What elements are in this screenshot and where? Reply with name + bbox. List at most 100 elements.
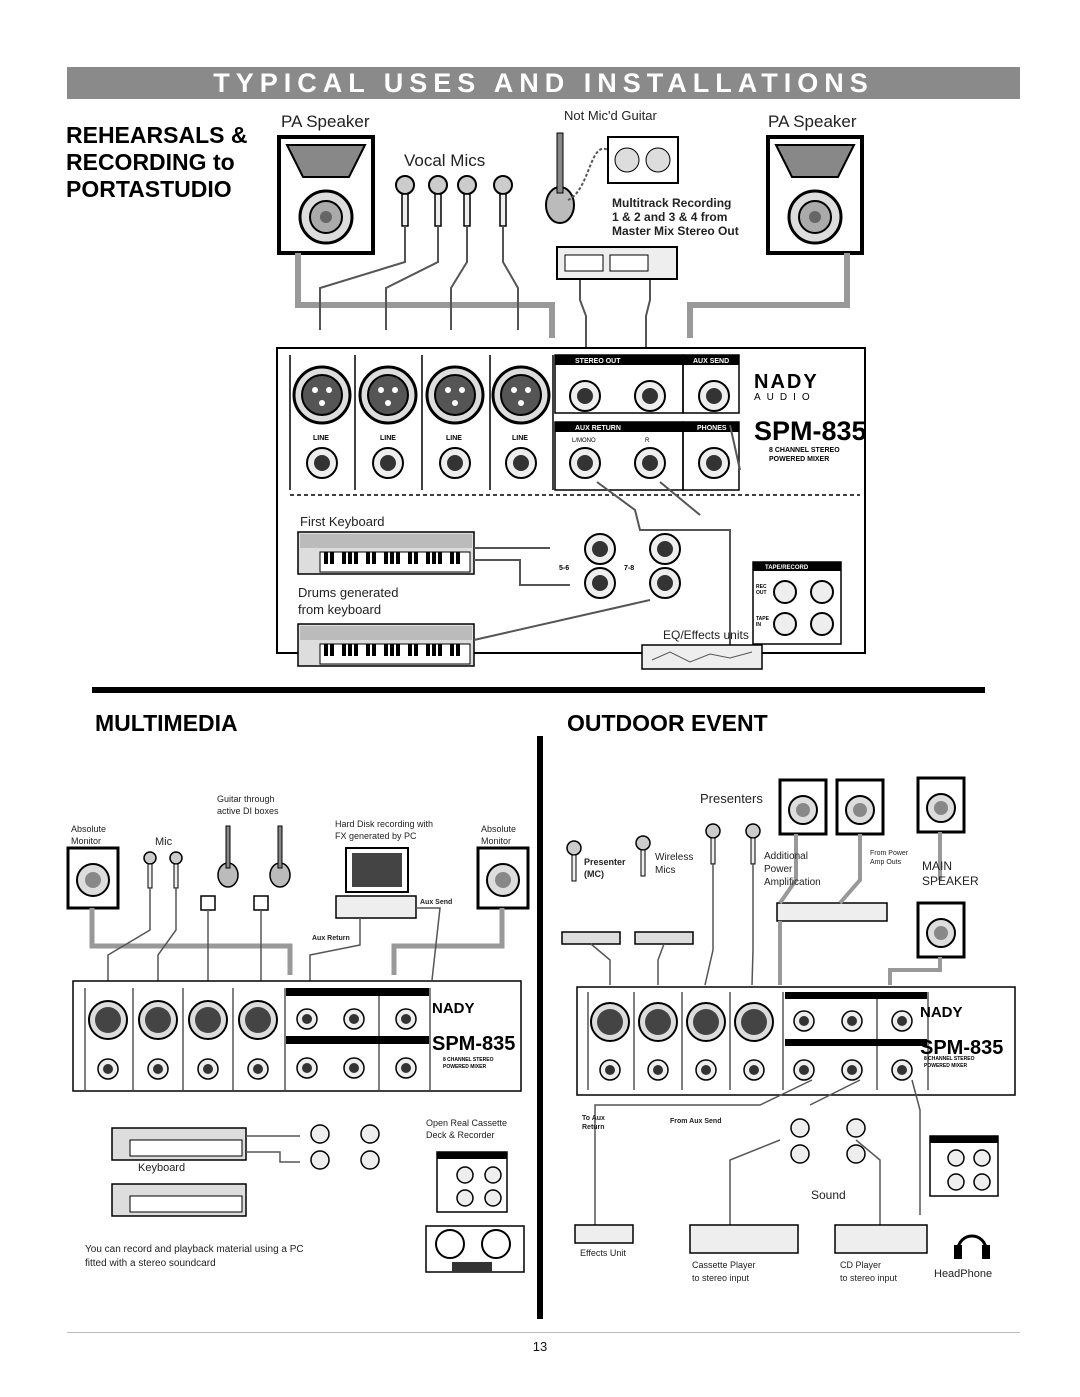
- mixer-desc: POWERED MIXER: [769, 456, 829, 463]
- label-line: Cassette Player: [692, 1260, 756, 1270]
- vocal-mic: [705, 823, 721, 865]
- absolute-monitor-right: [476, 846, 530, 910]
- mic-cable: [751, 863, 754, 986]
- mixer-line-label: LINE: [313, 435, 329, 442]
- multimedia-note: You can record and playback material usi…: [85, 1243, 304, 1271]
- line-jack: [695, 1059, 717, 1081]
- multitrack-line: Master Mix Stereo Out: [612, 224, 739, 238]
- label-line: to stereo input: [840, 1273, 898, 1283]
- keyboard-icon: [111, 1183, 247, 1217]
- mic-cable: [502, 226, 519, 330]
- stereo-out-cable: [645, 280, 651, 356]
- label-line: Hard Disk recording with: [335, 819, 434, 829]
- main-speaker: [916, 776, 966, 834]
- portastudio-icon: [556, 246, 678, 280]
- outdoor-title: OUTDOOR EVENT: [567, 710, 768, 736]
- mic-cable: [704, 863, 714, 986]
- headphone-label: HeadPhone: [934, 1268, 993, 1280]
- label-line: Return: [582, 1124, 605, 1131]
- aux-return-cable: [596, 481, 731, 660]
- vocal-mic: [745, 823, 761, 865]
- presenter-speaker: [778, 778, 828, 836]
- label-line: Mics: [655, 865, 676, 876]
- di-box-icon: [200, 895, 216, 911]
- mixer-lmono-label: L/MONO: [572, 438, 596, 444]
- mixer-brand: NADY: [754, 371, 819, 393]
- label-line: to stereo input: [692, 1273, 750, 1283]
- mic-label: Mic: [155, 836, 173, 848]
- mixer-model: SPM-835: [920, 1037, 1003, 1059]
- jack: [343, 1057, 365, 1079]
- tape-record-panel: [436, 1151, 508, 1213]
- guitar-amp-icon: [607, 136, 679, 184]
- speaker-cable-right: [687, 253, 850, 338]
- speaker-cable: [778, 832, 942, 985]
- jack: [793, 1010, 815, 1032]
- keyboard-cable: [246, 1135, 300, 1163]
- mic-icon: [143, 851, 157, 889]
- line-jack: [743, 1059, 765, 1081]
- mic-icon: [169, 851, 183, 889]
- multitrack-line: Multitrack Recording: [612, 196, 732, 210]
- effects-unit-icon: [574, 1224, 634, 1244]
- section-divider-horizontal: [92, 687, 985, 693]
- rec-out-label: REC: [756, 584, 767, 590]
- guitar-label: Not Mic'd Guitar: [564, 108, 657, 123]
- phones-cable: [729, 424, 741, 471]
- rehearsal-title-line: REHEARSALS &: [66, 122, 248, 148]
- jack: [395, 1057, 417, 1079]
- label-line: Presenter: [584, 857, 626, 867]
- guitar-cable: [567, 147, 609, 201]
- effects-unit-label: Effects Unit: [580, 1248, 626, 1258]
- mixer-desc: 8 CHANNEL STEREO: [769, 447, 840, 454]
- mixer-phones-label: PHONES: [697, 425, 727, 432]
- from-power-label: From Power Amp Outs: [870, 849, 908, 867]
- pair-label-78: 7-8: [624, 565, 634, 572]
- footer-rule: [67, 1332, 1020, 1333]
- first-keyboard-label: First Keyboard: [300, 514, 385, 529]
- jack: [891, 1010, 913, 1032]
- label-line: Wireless: [655, 852, 694, 863]
- cassette-player-icon: [689, 1224, 799, 1254]
- label-line: Guitar through: [217, 794, 275, 804]
- mixer-line-label: LINE: [512, 435, 528, 442]
- presenter-mic: [566, 840, 582, 882]
- label-line: Open Real Cassette: [426, 1118, 508, 1128]
- mic-cable: [590, 943, 611, 985]
- vocal-mics-label: Vocal Mics: [404, 151, 486, 170]
- presenters-label: Presenters: [700, 791, 763, 806]
- jack: [343, 1008, 365, 1030]
- rehearsal-title-line: RECORDING to: [66, 149, 235, 175]
- line-jack: [147, 1058, 169, 1080]
- note-line: fitted with a stereo soundcard: [85, 1258, 216, 1269]
- pa-speaker-right-label: PA Speaker: [768, 112, 857, 131]
- jack: [841, 1059, 863, 1081]
- mixer-stereo-out-label: STEREO OUT: [575, 358, 621, 365]
- multimedia-diagram: NADY SPM-835 8 CHANNEL STEREO POWERED MI…: [66, 825, 530, 1273]
- note-line: You can record and playback material usi…: [85, 1244, 304, 1255]
- presenter-speaker: [835, 778, 885, 836]
- label-line: Deck & Recorder: [426, 1130, 495, 1140]
- pa-speaker-left-label: PA Speaker: [281, 112, 370, 131]
- guitar-icon: [545, 132, 575, 224]
- line-jack: [247, 1058, 269, 1080]
- label-line: (MC): [584, 869, 604, 879]
- jack: [841, 1010, 863, 1032]
- xlr-input: [188, 1000, 228, 1040]
- eq-effects-unit-icon: [641, 644, 763, 670]
- wireless-receiver: [634, 931, 694, 945]
- stereo-out-cable: [579, 280, 587, 356]
- mixer-desc: 8 CHANNEL STEREO: [443, 1057, 494, 1063]
- multitrack-label: Multitrack Recording 1 & 2 and 3 & 4 fro…: [612, 196, 739, 238]
- tape-in-label: TAPE: [756, 616, 770, 622]
- aux-return-label: Aux Return: [312, 935, 350, 942]
- label-line: CD Player: [840, 1260, 882, 1270]
- headphone-icon: [954, 1234, 990, 1259]
- speaker-cable-left: [295, 253, 555, 338]
- mixer-brand-sub: AUDIO: [754, 392, 816, 403]
- xlr-input: [138, 1000, 178, 1040]
- label-line: FX generated by PC: [335, 831, 417, 841]
- stereo-input: [310, 1124, 380, 1170]
- jack: [296, 1057, 318, 1079]
- label-line: Monitor: [71, 836, 102, 846]
